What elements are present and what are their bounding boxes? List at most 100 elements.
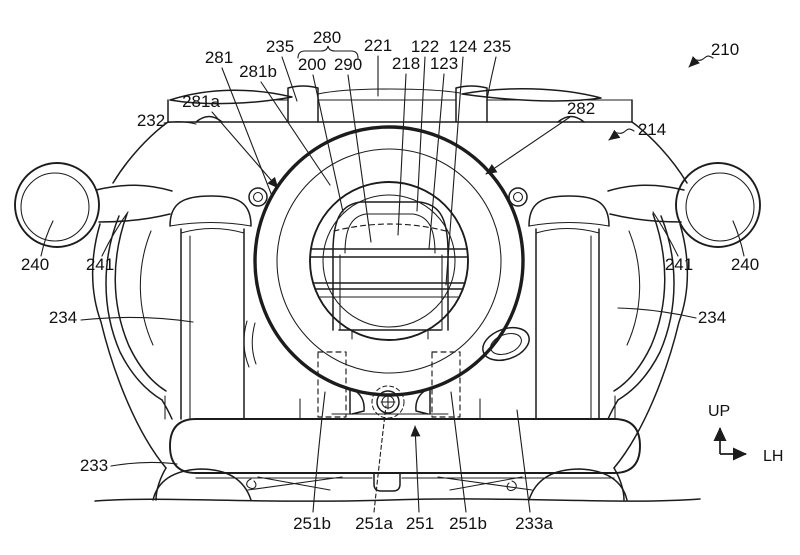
right-diagonal-struts [437,476,533,491]
hidden-bracket-right [431,351,461,418]
leader-240-right [732,220,745,257]
headlight-housing-ring [276,148,502,374]
leader-251b-right [450,391,467,513]
up-axis-label: UP [708,403,730,420]
label-218: 218 [392,54,420,73]
right-mirror-outer [675,162,761,248]
label-233: 233 [80,456,108,475]
leader-240-left [40,220,54,257]
right-shoulder-edge [631,121,688,184]
projector-hood-inner [344,213,436,254]
projector-box-feet [351,329,429,340]
leader-251a [373,405,387,513]
left-mirror-outer [14,162,100,248]
right-fork-tube-top [535,228,600,234]
screw-hidden-circle [371,385,405,419]
center-notch [373,472,401,492]
label-251b-left: 251b [293,514,331,533]
projector-box-inner-sides [339,254,443,331]
front-bumper-bar [169,418,641,474]
label-281b: 281b [239,62,277,81]
leader-200 [312,74,344,213]
right-arm-top-edge [607,184,685,192]
lower-frame [94,351,701,502]
leader-123 [428,73,445,250]
fork-tubes [169,187,610,420]
left-lower-join [161,399,173,420]
cowl-body [91,115,689,501]
screw-head [376,390,400,414]
label-234-right: 234 [698,308,726,327]
label-251a: 251a [355,514,393,533]
right-hook-detail [506,480,517,491]
windscreen-blade-right [461,88,602,102]
leader-281b [260,81,331,186]
left-wheel-arch [152,468,252,501]
projector-hood-outer [332,201,449,253]
label-221: 221 [364,36,392,55]
label-240-right: 240 [731,255,759,274]
right-fork-collar [528,222,610,227]
grille-slat-upper [310,248,468,258]
left-hook-detail [246,478,257,489]
leader-282 [485,116,571,175]
reference-labels: 281 281b 281a 232 235 280 200 290 221 12… [21,28,759,533]
right-arm-bottom-edge [609,213,682,223]
label-280: 280 [313,28,341,47]
winker-inner [490,333,522,355]
label-235-left: 235 [266,37,294,56]
label-233a: 233a [515,514,553,533]
leader-124 [445,56,464,286]
right-side-cover-crease [626,230,641,346]
left-bolt-outer [248,187,268,207]
leader-232 [163,121,197,125]
right-fork-cap [528,195,610,227]
leader-210 [688,55,714,68]
left-stay-post [287,85,319,123]
label-241-right: 241 [665,255,693,274]
leader-241-left [101,211,129,257]
left-mirror-inner [20,172,90,242]
right-side-cover-inner [613,213,666,392]
right-lower-join [607,399,619,420]
headlight-assembly [253,125,525,397]
windshield-garnish [167,85,633,123]
windscreen-blade-left [169,89,293,105]
label-123: 123 [430,54,458,73]
left-diagonal-struts [247,476,343,491]
right-side-winker [482,326,530,362]
left-fork-tube-top [180,228,245,234]
left-side-cover-inner [114,213,167,392]
lh-axis-label: LH [763,448,783,465]
left-arm-top-edge [95,184,173,192]
leader-281 [221,67,273,197]
left-ground-flare [155,467,167,501]
leader-234-right [617,307,697,319]
left-side-cover-crease [139,230,154,346]
label-122: 122 [411,37,439,56]
left-bolt-inner [252,191,264,203]
leader-281a [211,111,279,189]
label-210: 210 [711,40,739,59]
leader-218 [397,73,407,236]
right-stay-post [455,85,488,123]
hidden-hood-edge [333,223,447,232]
label-251: 251 [406,514,434,533]
left-fork-collar [169,221,252,227]
label-200: 200 [298,55,326,74]
leader-122 [416,56,426,212]
leader-234-left [80,316,194,323]
right-bolt-outer [508,187,528,207]
label-240-left: 240 [21,255,49,274]
label-282: 282 [567,99,595,118]
label-281: 281 [205,48,233,67]
grille-slat-lower [313,282,465,290]
label-235-right: 235 [483,37,511,56]
leader-233a [516,409,531,513]
headlight-lens-ring [309,181,469,341]
leader-241-right [652,211,679,257]
leader-251 [410,425,421,513]
winker-outer [482,326,530,362]
